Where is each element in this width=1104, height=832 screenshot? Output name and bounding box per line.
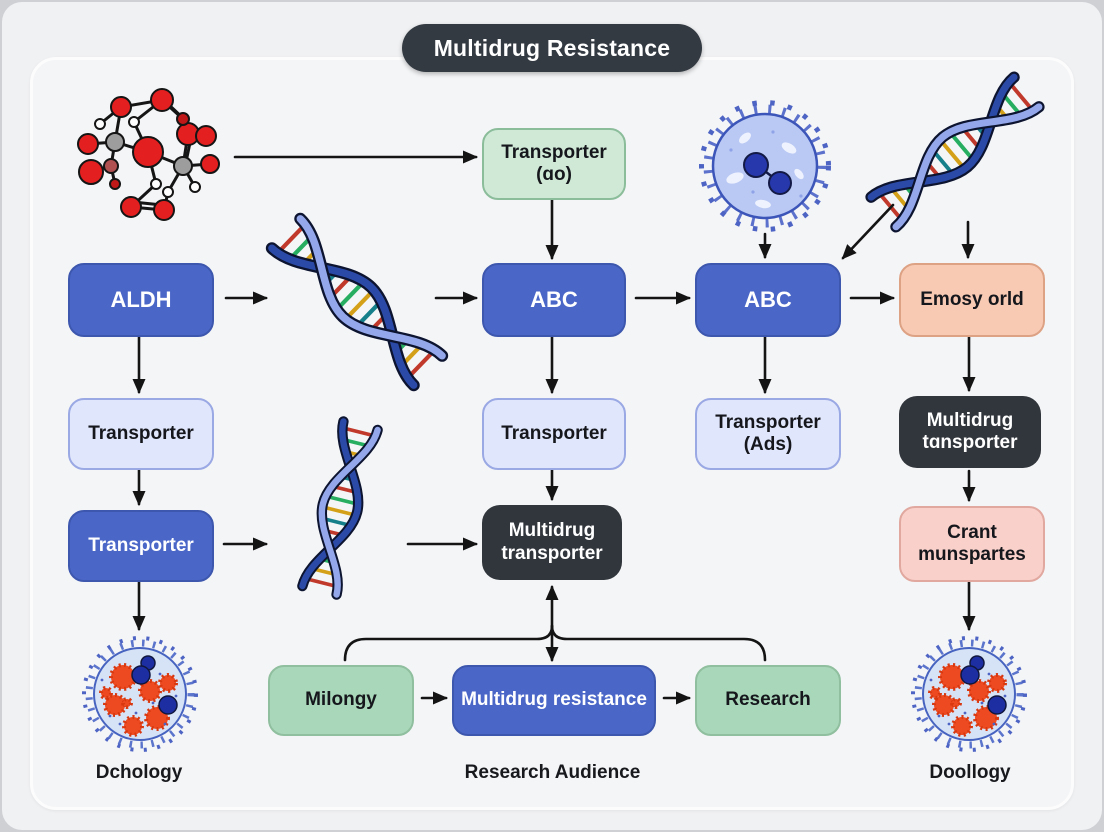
node-label: Research: [725, 689, 811, 711]
node-multidrug-transporter: Multidrug transporter: [482, 505, 622, 580]
caption-doollogy: Doollogy: [899, 762, 1041, 784]
node-multidrug-resistance: Multidrug resistance: [452, 665, 656, 736]
node-abc-right: ABC: [695, 263, 841, 337]
node-aldh: ALDH: [68, 263, 214, 337]
caption-text: Doollogy: [929, 762, 1011, 783]
node-label: Multidrug transporter: [501, 520, 603, 564]
dna-helix-icon: [272, 219, 442, 385]
node-transporter-left-blue: Transporter: [68, 510, 214, 582]
node-transporter-ao: Transporter (ɑo): [482, 128, 626, 200]
caption-text: Research Audience: [464, 762, 641, 783]
node-label: ALDH: [110, 287, 172, 313]
node-multidrug-tansporter: Multidrug tɑnsporter: [899, 396, 1041, 468]
node-transporter-middle: Transporter: [482, 398, 626, 470]
brace-connector: [343, 624, 767, 662]
node-label: Milongy: [305, 689, 377, 711]
infected-cell-icon: [913, 638, 1025, 750]
diagram-title: Multidrug Resistance: [402, 24, 702, 72]
node-abc-middle: ABC: [482, 263, 626, 337]
node-crant-munspartes: Crant munspartes: [899, 506, 1045, 582]
node-label: Emosy orld: [920, 288, 1024, 310]
caption-text: Dchology: [95, 762, 183, 783]
node-transporter-left: Transporter: [68, 398, 214, 470]
connector-arrows: [132, 150, 976, 705]
dna-helix-icon: [302, 421, 377, 594]
node-emosy-orld: Emosy orld: [899, 263, 1045, 337]
node-label: Crant munspartes: [918, 521, 1026, 565]
node-label: Transporter: [501, 422, 607, 444]
node-milongy: Milongy: [268, 665, 414, 736]
node-label: Multidrug tɑnsporter: [922, 409, 1018, 453]
diagram-title-text: Multidrug Resistance: [433, 34, 671, 61]
node-label: Transporter (ɑo): [501, 141, 607, 185]
infected-cell-icon: [84, 638, 196, 750]
node-transporter-ads: Transporter (Ads): [695, 398, 841, 470]
node-research: Research: [695, 665, 841, 736]
node-label: Transporter: [88, 422, 194, 444]
virus-particle-icon: [702, 103, 829, 230]
molecule-illustration: [76, 87, 221, 222]
node-label: ABC: [744, 287, 792, 313]
caption-research-audience: Research Audience: [430, 762, 675, 784]
caption-dchology: Dchology: [68, 762, 210, 784]
node-label: ABC: [530, 287, 578, 313]
node-label: Transporter: [88, 534, 194, 556]
node-label: Multidrug resistance: [461, 689, 647, 711]
dna-helix-icon: [871, 77, 1039, 227]
node-label: Transporter (Ads): [715, 411, 821, 455]
